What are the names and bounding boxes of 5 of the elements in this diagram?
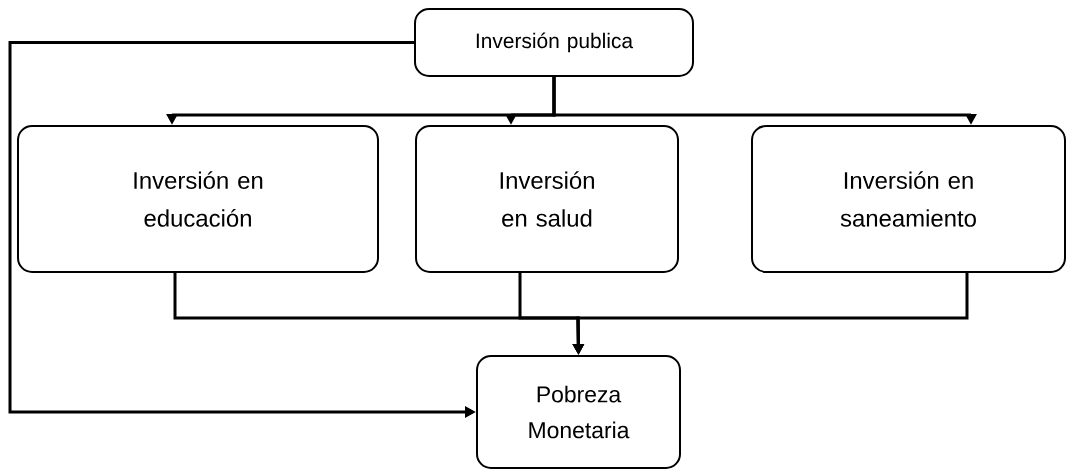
process-box: Pobreza Monetaria bbox=[476, 355, 681, 469]
process-box: Inversión en saneamiento bbox=[751, 125, 1066, 273]
process-box: Inversión en educación bbox=[17, 125, 379, 273]
process-box: Inversión publica bbox=[414, 8, 694, 77]
process-box: Inversión en salud bbox=[415, 125, 679, 273]
